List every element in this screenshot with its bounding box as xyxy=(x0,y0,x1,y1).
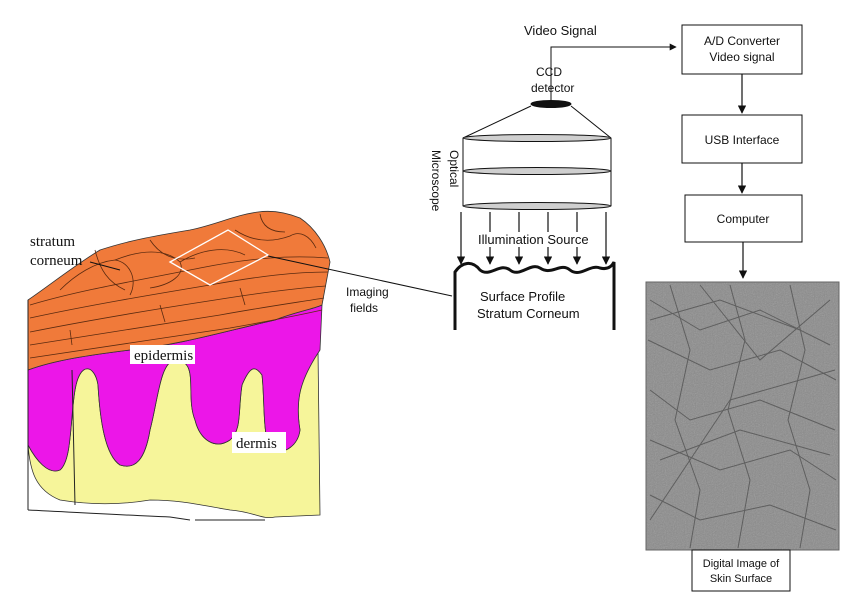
adc-label-1: A/D Converter xyxy=(704,34,780,48)
ccd-label-2: detector xyxy=(531,81,574,95)
illumination-label-bg xyxy=(476,232,598,247)
epidermis-label-bg xyxy=(130,345,195,364)
usb-box xyxy=(681,114,803,164)
image-caption-2: Skin Surface xyxy=(710,573,772,585)
skin-edges xyxy=(27,300,265,521)
image-caption-box xyxy=(691,549,791,592)
skin-block xyxy=(27,210,331,521)
video-signal-label: Video Signal xyxy=(524,23,597,38)
imaging-fields-connector xyxy=(267,255,453,297)
skin-image-noise xyxy=(646,282,839,550)
microscope-label: Microscope xyxy=(429,150,443,212)
adc-box xyxy=(681,24,803,75)
image-caption-1: Digital Image of xyxy=(703,558,780,570)
surface-profile-label-1: Surface Profile xyxy=(480,289,565,304)
skin-image-furrows xyxy=(647,284,837,549)
imaging-label-1: Imaging xyxy=(346,285,389,299)
digital-skin-image xyxy=(645,281,840,551)
computer-box xyxy=(684,194,803,243)
stratum-pointer xyxy=(89,261,121,271)
epidermis-label: epidermis xyxy=(134,348,193,364)
stratum-label-2: corneum xyxy=(30,253,83,269)
ccd-detector-icon xyxy=(530,100,572,108)
surface-profile-label-2: Stratum Corneum xyxy=(477,306,580,321)
illumination-label: Illumination Source xyxy=(478,232,589,247)
dermis-label-bg xyxy=(232,432,286,453)
imaging-label-2: fields xyxy=(350,301,378,315)
processing-flow: A/D Converter Video signal USB Interface… xyxy=(681,24,803,279)
ccd-label-1: CCD xyxy=(536,65,562,79)
computer-label: Computer xyxy=(717,212,770,226)
optical-microscope xyxy=(462,43,677,210)
adc-label-2: Video signal xyxy=(709,50,774,64)
stratum-texture xyxy=(29,213,329,359)
optical-label: Optical xyxy=(447,150,461,187)
usb-label: USB Interface xyxy=(705,133,780,147)
stratum-label-1: stratum xyxy=(30,234,75,250)
dermis-label: dermis xyxy=(236,436,277,452)
imaging-field-outline xyxy=(168,229,270,286)
surface-profile-box xyxy=(453,261,616,330)
